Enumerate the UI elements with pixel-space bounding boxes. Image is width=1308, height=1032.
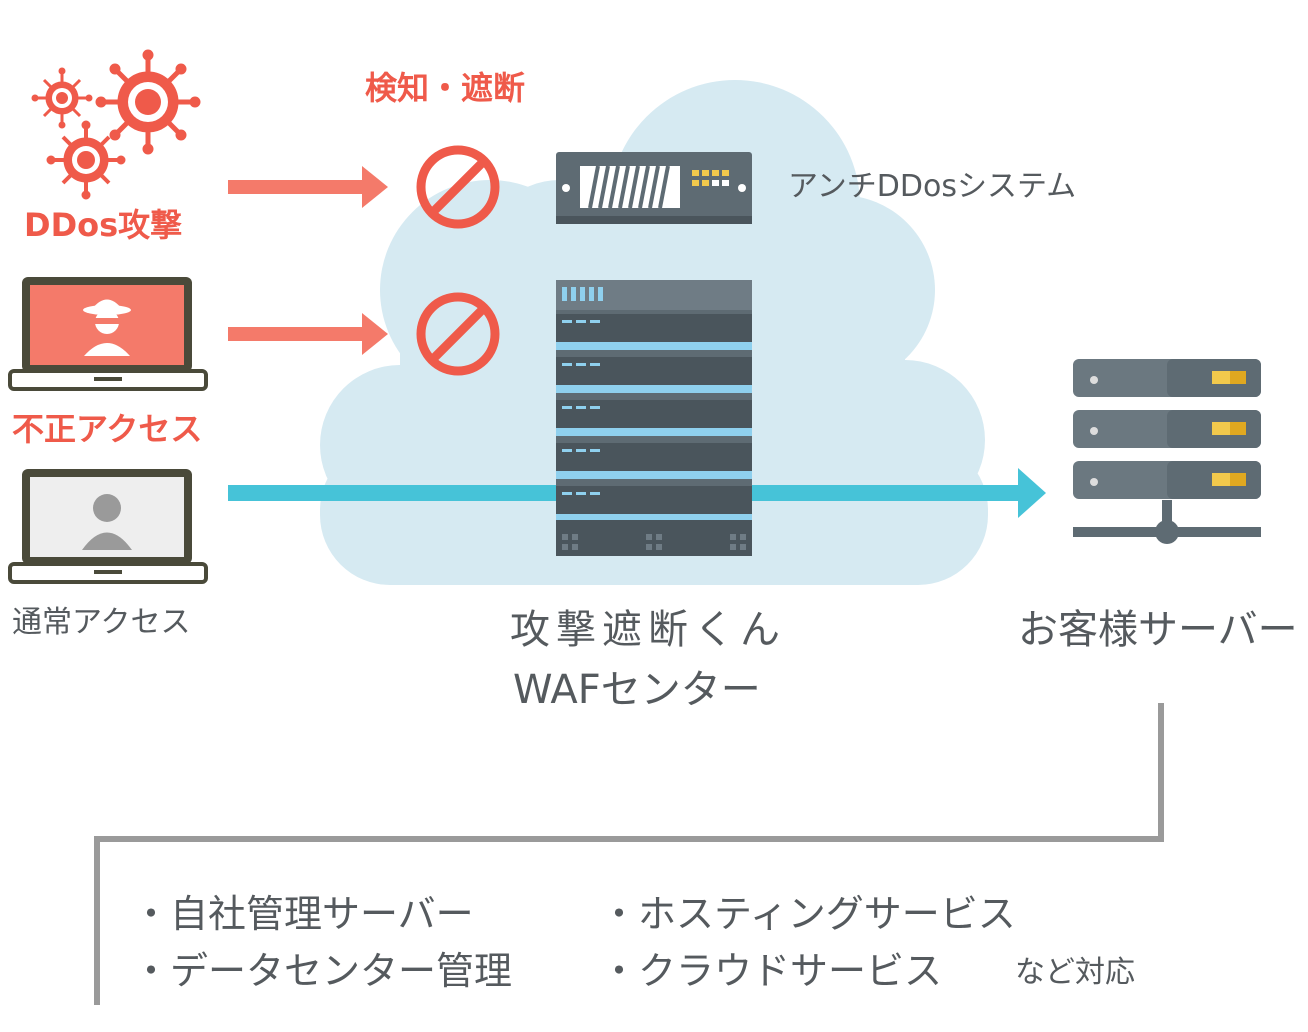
normal-access-label: 通常アクセス (12, 605, 191, 640)
waf-rack-icon (556, 280, 752, 556)
block-icon (416, 292, 500, 376)
ddos-attack-label: DDos攻撃 (24, 206, 183, 244)
rack-unit (556, 486, 752, 522)
support-item: ・自社管理サーバー (132, 892, 474, 936)
block-icon (416, 145, 500, 229)
anti-ddos-appliance-icon (556, 152, 752, 224)
unauthorized-access-label: 不正アクセス (12, 410, 203, 448)
ddos-arrow (228, 166, 388, 208)
rack-unit (556, 357, 752, 393)
waf-title-line2: WAFセンター (513, 667, 761, 713)
anti-ddos-label: アンチDDosシステム (788, 169, 1077, 204)
virus-icon (46, 120, 126, 200)
connector-line (94, 703, 1164, 1005)
virus-icon (95, 49, 201, 155)
rack-unit (556, 400, 752, 436)
support-item: ・ホスティングサービス (600, 892, 1016, 936)
user-laptop-icon (8, 469, 208, 584)
support-item: ・データセンター管理 (132, 949, 513, 993)
waf-title-line1: 攻撃遮断くん (510, 607, 786, 653)
server-unit (1073, 359, 1261, 397)
support-item: ・クラウドサービス (600, 949, 943, 993)
customer-server-label: お客様サーバー (1018, 607, 1298, 653)
hacker-laptop-icon (8, 277, 208, 391)
virus-icon (31, 67, 93, 129)
support-suffix: など対応 (1015, 955, 1135, 990)
server-unit (1073, 461, 1261, 499)
server-unit (1073, 410, 1261, 448)
unauthorized-arrow (228, 313, 388, 355)
customer-server-icon (1073, 359, 1261, 544)
detect-block-label: 検知・遮断 (365, 69, 526, 107)
rack-unit (556, 443, 752, 479)
rack-unit (556, 314, 752, 350)
